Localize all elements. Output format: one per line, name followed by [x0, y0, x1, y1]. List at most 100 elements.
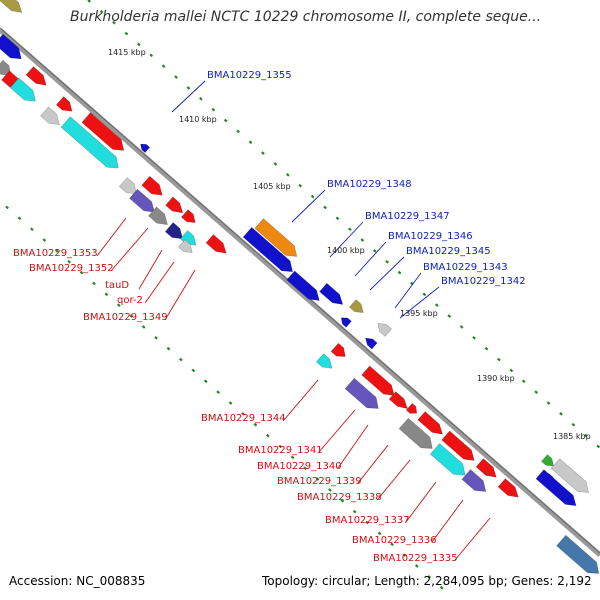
outer-tick-mark	[112, 20, 116, 25]
inner-tick-mark	[104, 292, 109, 297]
gene-arrow	[550, 458, 589, 493]
leader-line	[138, 249, 163, 290]
inner-tick-mark	[402, 553, 407, 557]
gene-label[interactable]: qor-2	[117, 295, 143, 306]
inner-tick-mark	[179, 357, 183, 362]
inner-tick-mark	[129, 314, 134, 318]
gene-arrow	[377, 323, 392, 337]
inner-tick-mark	[116, 303, 121, 308]
tick-label: 1395 kbp	[400, 309, 438, 318]
gene-arrow-shape	[475, 458, 497, 478]
gene-label[interactable]: BMA10229_1335	[373, 553, 458, 564]
gene-arrow	[178, 239, 193, 253]
gene-arrow-shape	[497, 478, 519, 498]
gene-arrow	[535, 469, 577, 507]
gene-label[interactable]: BMA10229_1336	[352, 535, 437, 546]
inner-tick-mark	[17, 216, 22, 221]
gene-label[interactable]: tauD	[105, 280, 129, 291]
gene-arrow-shape	[140, 143, 151, 154]
gene-arrow-shape	[405, 402, 418, 414]
outer-tick-mark	[434, 303, 439, 308]
outer-tick-mark	[186, 86, 191, 90]
gene-label[interactable]: BMA10229_1348	[327, 179, 412, 190]
gene-label[interactable]: BMA10229_1353	[13, 248, 98, 259]
inner-tick-mark	[141, 325, 146, 329]
gene-label[interactable]: BMA10229_1349	[83, 312, 168, 323]
inner-tick-mark	[241, 412, 245, 416]
gene-label[interactable]: BMA10229_1342	[441, 276, 526, 287]
outer-tick-mark	[199, 96, 203, 101]
gene-arrow	[340, 317, 352, 328]
inner-tick-mark	[54, 249, 59, 253]
map-title: Burkholderia mallei NCTC 10229 chromosom…	[70, 9, 542, 25]
gene-arrow	[164, 222, 184, 240]
gene-arrow-shape	[178, 239, 193, 253]
gene-arrow-shape	[141, 175, 163, 196]
inner-tick-mark	[30, 227, 34, 231]
gene-arrow	[205, 234, 227, 254]
tick-ring	[5, 0, 600, 590]
gene-label[interactable]: BMA10229_1352	[29, 263, 114, 274]
gene-label[interactable]: BMA10229_1339	[277, 476, 362, 487]
gene-label[interactable]: BMA10229_1347	[365, 211, 450, 222]
gene-arrow	[181, 209, 196, 223]
leader-line	[329, 221, 364, 258]
gene-arrow	[129, 188, 155, 213]
tick-label: 1410 kbp	[179, 115, 217, 124]
outer-tick-mark	[571, 422, 576, 427]
outer-tick-mark	[497, 357, 501, 362]
outer-tick-mark	[372, 249, 377, 253]
inner-tick-mark	[203, 379, 208, 384]
inner-tick-mark	[228, 401, 233, 405]
inner-tick-mark	[92, 281, 96, 286]
gene-arrow	[398, 417, 433, 449]
outer-tick-mark	[509, 368, 514, 373]
gene-arrow-shape	[377, 323, 392, 337]
gene-arrow-shape	[181, 209, 196, 223]
gene-arrow	[475, 458, 497, 478]
gene-label[interactable]: BMA10229_1340	[257, 461, 342, 472]
gene-arrow	[242, 226, 293, 273]
leader-line	[454, 517, 491, 561]
outer-tick-mark	[236, 129, 240, 134]
gene-label[interactable]: BMA10229_1341	[238, 445, 323, 456]
gene-arrow-shape	[164, 222, 184, 240]
inner-tick-mark	[328, 488, 332, 492]
gene-label[interactable]: BMA10229_1345	[406, 246, 491, 257]
outer-tick-mark	[261, 151, 265, 155]
gene-arrow-shape	[9, 77, 36, 102]
gene-arrow	[286, 270, 320, 301]
gene-arrow-shape	[398, 417, 433, 449]
gene-arrow-shape	[254, 218, 298, 257]
gene-label[interactable]: BMA10229_1346	[388, 231, 473, 242]
gene-arrow	[141, 175, 163, 196]
gene-arrow-shape	[349, 299, 364, 313]
gene-arrow	[55, 96, 73, 112]
outer-tick-mark	[385, 259, 390, 264]
gene-arrow-shape	[535, 469, 577, 507]
gene-arrow-shape	[550, 458, 589, 493]
gene-arrow	[0, 33, 22, 60]
gene-arrow-shape	[441, 430, 475, 461]
outer-tick-mark	[472, 335, 476, 340]
gene-label[interactable]: BMA10229_1355	[207, 70, 292, 81]
gene-label[interactable]: BMA10229_1344	[201, 413, 286, 424]
leader-line	[431, 499, 464, 543]
outer-tick-mark	[310, 194, 315, 199]
gene-arrow	[365, 337, 378, 350]
genome-summary-text: Topology: circular; Length: 2,284,095 bp…	[262, 574, 592, 588]
gene-arrow	[81, 112, 125, 151]
inner-tick-mark	[390, 542, 394, 547]
gene-label[interactable]: BMA10229_1337	[325, 515, 410, 526]
gene-arrow-shape	[388, 391, 408, 409]
gene-arrow-shape	[0, 33, 22, 60]
gene-arrow	[319, 282, 344, 305]
outer-tick-mark	[534, 390, 539, 394]
outer-tick-mark	[223, 118, 228, 123]
gene-arrow	[25, 66, 47, 86]
gene-arrow-shape	[165, 196, 184, 214]
outer-tick-mark	[248, 140, 253, 145]
gene-label[interactable]: BMA10229_1338	[297, 492, 382, 503]
gene-label[interactable]: BMA10229_1343	[423, 262, 508, 273]
outer-tick-mark	[459, 325, 464, 329]
